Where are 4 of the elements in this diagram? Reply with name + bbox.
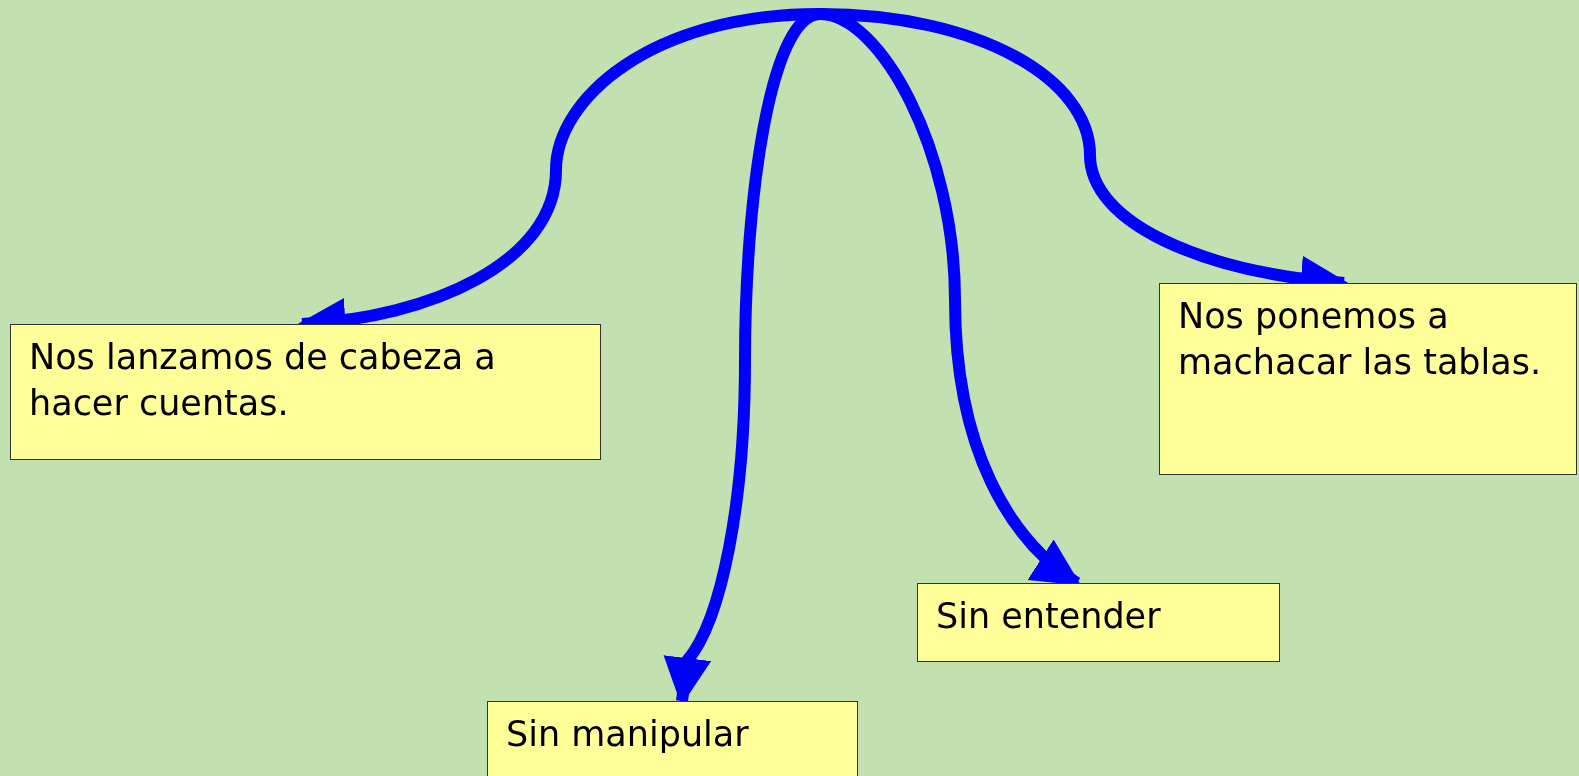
text-box: Sin manipular: [487, 701, 858, 776]
text-box: Sin entender: [917, 583, 1280, 662]
text-box: Nos ponemos a machacar las tablas.: [1159, 283, 1577, 475]
text-box: Nos lanzamos de cabeza a hacer cuentas.: [10, 324, 601, 460]
